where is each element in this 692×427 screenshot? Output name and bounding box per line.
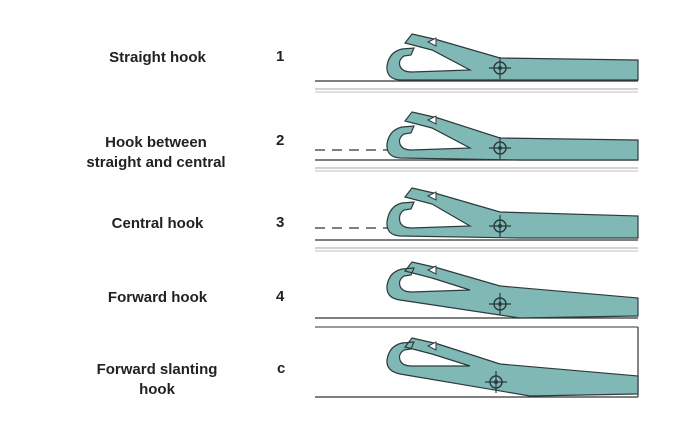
hook-shape — [386, 187, 639, 239]
row-3-label: Central hook — [111, 215, 204, 232]
row-4-number: 4 — [276, 288, 285, 305]
row-1-number: 1 — [276, 48, 285, 65]
row-1-label: Straight hook — [109, 49, 206, 66]
hook-2-between — [315, 111, 639, 172]
row-4-label: Forward hook — [107, 289, 208, 306]
hook-tip — [426, 37, 437, 47]
hook-shape — [386, 337, 639, 397]
row-2-number: 2 — [276, 132, 285, 149]
hook-tip — [426, 191, 437, 201]
row-3-number: 3 — [276, 214, 285, 231]
hook-shape — [386, 261, 639, 319]
hook-tip — [426, 265, 437, 275]
hook-1-straight — [315, 33, 639, 93]
row-2-label: Hook between straight and central — [86, 134, 226, 171]
hook-4-forward — [315, 261, 639, 328]
hook-tip — [426, 115, 437, 125]
hook-shape — [386, 111, 639, 161]
row-5-label: Forward slanting hook — [96, 361, 218, 398]
hook-shape — [386, 33, 639, 81]
row-5-number: c — [277, 360, 286, 377]
hook-tip — [426, 341, 437, 351]
hook-5-forward-slanting — [315, 327, 639, 398]
hook-3-central — [315, 187, 639, 252]
